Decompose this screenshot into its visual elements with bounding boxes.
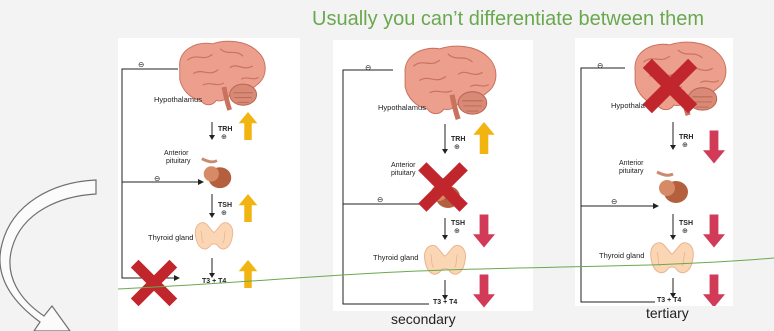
caption-secondary: secondary bbox=[391, 311, 456, 327]
caption-tertiary: tertiary bbox=[646, 305, 689, 321]
curved-arrow-icon bbox=[0, 0, 140, 331]
